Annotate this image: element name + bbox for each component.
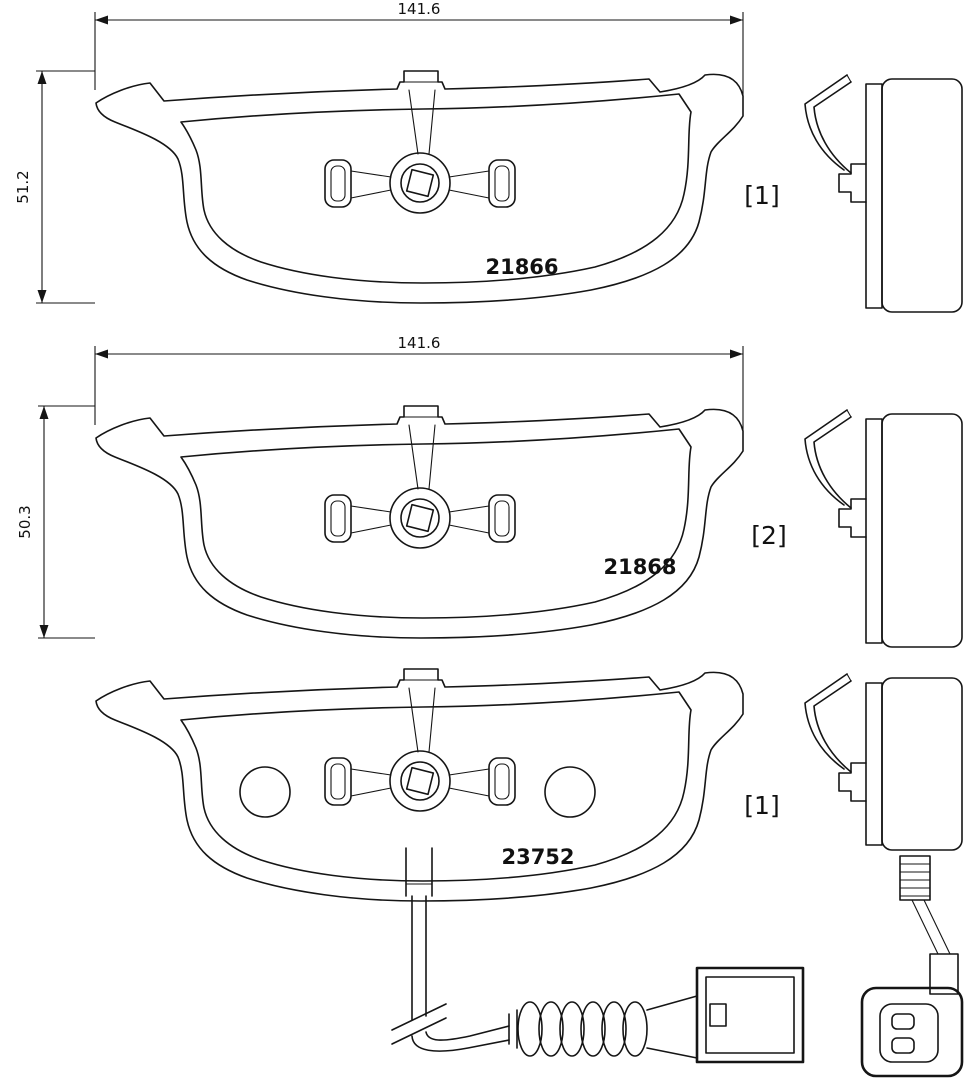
pad-view-3-holes — [239, 766, 596, 818]
sensor-wire-boot — [517, 995, 698, 1059]
sensor-plug-connector — [695, 966, 805, 1064]
dim-height-1-label: 51.2 — [14, 170, 32, 203]
pad-view-1 — [95, 70, 744, 304]
quantity-3: [1] — [744, 791, 779, 820]
side-view-1 — [804, 74, 963, 313]
dim-width-2: 141.6 — [94, 334, 744, 430]
dim-width-1: 141.6 — [94, 0, 744, 95]
pad-view-2 — [95, 405, 744, 639]
side-view-3 — [804, 673, 963, 851]
side-view-2 — [804, 409, 963, 648]
dim-height-1: 51.2 — [14, 70, 95, 304]
sensor-wire — [391, 847, 518, 1052]
part-number-3: 23752 — [501, 845, 574, 869]
pad-view-3 — [95, 668, 744, 902]
part-number-2: 21868 — [603, 555, 676, 579]
part-number-1: 21866 — [485, 255, 558, 279]
sensor-boss-hatched — [899, 855, 951, 955]
dim-height-2: 50.3 — [16, 405, 95, 639]
quantity-1: [1] — [744, 181, 779, 210]
dim-height-2-label: 50.3 — [16, 505, 34, 538]
dim-width-2-label: 141.6 — [398, 334, 441, 352]
dim-width-1-label: 141.6 — [398, 0, 441, 18]
quantity-2: [2] — [751, 521, 786, 550]
wear-sensor-terminal — [860, 953, 964, 1078]
